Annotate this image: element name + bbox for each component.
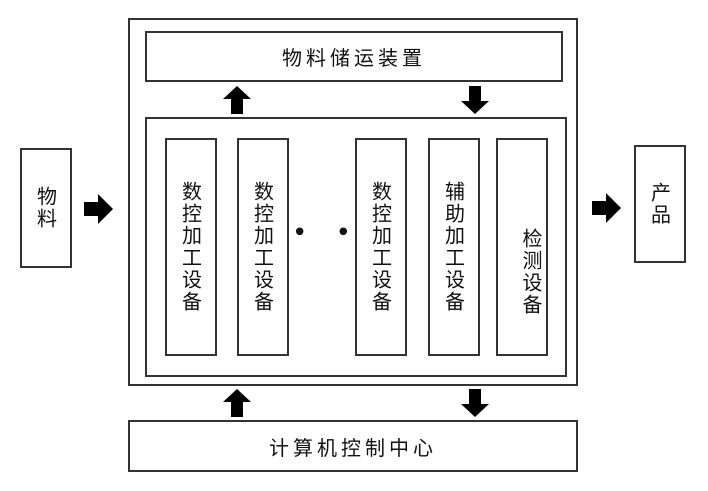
- storage-label: 物料储运装置: [282, 46, 426, 70]
- arrow-down-icon: [461, 389, 489, 417]
- arrow-up-icon: [223, 86, 251, 114]
- arrow-right-icon: [592, 193, 621, 223]
- equipment-label-1: 数控加工设备: [178, 181, 203, 313]
- equipment-label-2: 数控加工设备: [250, 181, 275, 313]
- control-center-box: 计算机控制中心: [128, 420, 578, 472]
- input-box: 物料: [20, 148, 72, 268]
- equipment-label-4: 辅助加工设备: [441, 181, 466, 313]
- arrow-right-icon: [84, 194, 113, 224]
- output-box: 产品: [634, 145, 686, 263]
- arrow-up-icon: [223, 389, 251, 417]
- equipment-box-5: 检测设备: [496, 138, 548, 356]
- equipment-box-3: 数控加工设备: [355, 138, 407, 356]
- equipment-box-2: 数控加工设备: [237, 138, 289, 356]
- equipment-label-5: 检测设备: [519, 228, 543, 316]
- storage-box: 物料储运装置: [145, 31, 563, 82]
- equipment-label-3: 数控加工设备: [368, 181, 393, 313]
- arrow-down-icon: [461, 86, 489, 114]
- equipment-box-1: 数控加工设备: [165, 138, 217, 356]
- output-label: 产品: [647, 182, 672, 226]
- equipment-box-4: 辅助加工设备: [428, 138, 480, 356]
- control-center-label: 计算机控制中心: [269, 435, 437, 460]
- input-label: 物料: [33, 186, 58, 230]
